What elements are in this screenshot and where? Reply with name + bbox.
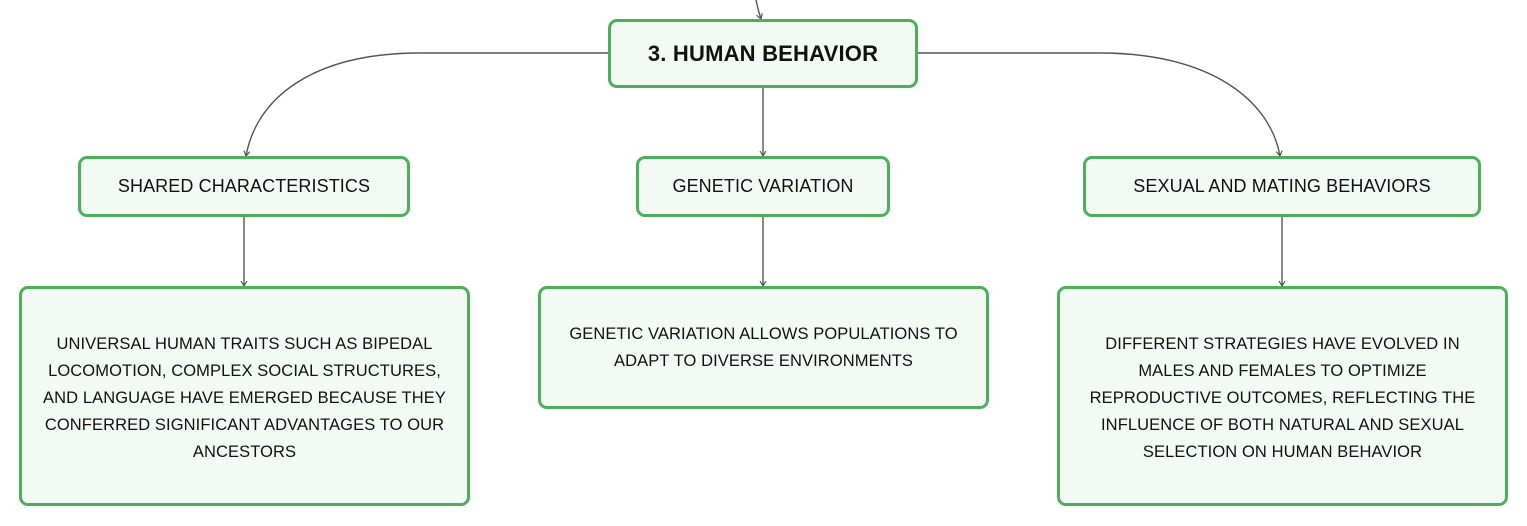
root-node-human-behavior[interactable]: 3. HUMAN BEHAVIOR [608,19,918,88]
detail-node-text: GENETIC VARIATION ALLOWS POPULATIONS TO … [569,325,958,370]
detail-node-text: DIFFERENT STRATEGIES HAVE EVOLVED IN MAL… [1089,334,1476,461]
branch-node-label: SEXUAL AND MATING BEHAVIORS [1133,176,1431,196]
connector-root-to-shared [243,52,608,158]
connector-root-to-sexual [918,52,1283,158]
branch-node-label: GENETIC VARIATION [672,176,854,196]
detail-node-text: UNIVERSAL HUMAN TRAITS SUCH AS BIPEDAL L… [43,334,446,461]
root-node-label: 3. HUMAN BEHAVIOR [647,40,879,66]
branch-node-shared-characteristics[interactable]: SHARED CHARACTERISTICS [78,156,410,217]
branch-node-label: SHARED CHARACTERISTICS [117,176,371,196]
detail-node-sexual-and-mating-behaviors[interactable]: DIFFERENT STRATEGIES HAVE EVOLVED IN MAL… [1057,286,1508,506]
detail-node-shared-characteristics[interactable]: UNIVERSAL HUMAN TRAITS SUCH AS BIPEDAL L… [19,286,470,506]
branch-node-genetic-variation[interactable]: GENETIC VARIATION [636,156,890,217]
connector-from-parent [755,0,763,21]
detail-node-genetic-variation[interactable]: GENETIC VARIATION ALLOWS POPULATIONS TO … [538,286,989,409]
branch-node-sexual-and-mating-behaviors[interactable]: SEXUAL AND MATING BEHAVIORS [1083,156,1481,217]
